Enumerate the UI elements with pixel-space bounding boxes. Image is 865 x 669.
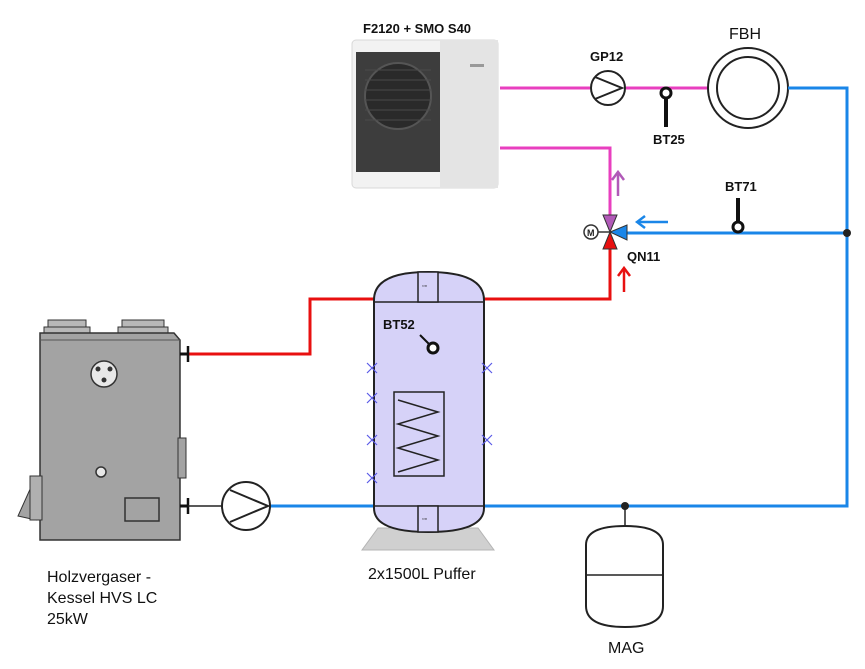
puffer-label: 2x1500L Puffer (368, 566, 476, 583)
svg-text:▫▫: ▫▫ (422, 283, 427, 290)
heat-pump-pipes (500, 86, 710, 215)
bt25-sensor: BT25 (653, 86, 685, 147)
purple-flow-arrow (611, 169, 625, 196)
temperature-sensor-icon (659, 86, 673, 100)
heat-pump-unit: F2120 + SMO S40 (351, 21, 499, 189)
bt71-sensor: BT71 (725, 179, 757, 234)
boiler-label-line1: Holzvergaser - (47, 569, 151, 586)
valve-port-right (608, 224, 628, 241)
qn11-mixing-valve: M QN11 (583, 214, 660, 264)
hp-return-pipe (500, 146, 612, 215)
motor-symbol: M (587, 228, 595, 238)
boiler-label-line2: Kessel HVS LC (47, 590, 157, 607)
blue-flow-arrow (634, 215, 668, 229)
fbh-floor-heating: FBH (707, 26, 789, 129)
bt25-label: BT25 (653, 132, 685, 147)
boiler-label-line3: 25kW (47, 611, 89, 628)
heat-pump-side-panel (440, 40, 498, 188)
mag-vessel-body (585, 524, 664, 629)
temperature-sensor-icon (731, 220, 745, 234)
boiler-door (124, 497, 160, 522)
tank-body (373, 270, 485, 534)
fbh-label: FBH (729, 26, 761, 43)
bt71-label: BT71 (725, 179, 757, 194)
boiler-circulation-pump (221, 481, 271, 531)
buffer-tank: ▫▫ ▫▫ BT52 2x1500L Puffer (361, 270, 495, 583)
cold-return-pipes (270, 86, 849, 508)
heat-exchanger-frame (393, 391, 445, 477)
tank-connection-marks (366, 362, 493, 484)
qn11-label: QN11 (627, 249, 660, 264)
puffer-to-valve-pipe (484, 248, 612, 301)
boiler-gauge-icon (90, 360, 118, 388)
svg-text:▫▫: ▫▫ (422, 516, 427, 523)
fan-grille-lines (365, 69, 431, 121)
gp12-label: GP12 (590, 49, 623, 64)
valve-motor-icon (583, 224, 599, 240)
expansion-vessel: MAG (585, 506, 664, 657)
valve-port-top (602, 214, 618, 234)
pump-icon (221, 481, 271, 531)
wood-boiler: Holzvergaser - Kessel HVS LC 25kW (17, 319, 190, 628)
hot-supply-pipes (186, 248, 612, 356)
gp12-pump: GP12 (590, 49, 626, 106)
temperature-sensor-icon (426, 341, 440, 355)
junction-dot (843, 229, 851, 237)
boiler-to-puffer-pipe (186, 297, 374, 356)
heat-exchanger-coil (395, 399, 441, 473)
red-flow-arrow (617, 265, 631, 292)
heat-pump-logo (470, 64, 484, 67)
fbh-return-pipe (610, 86, 849, 508)
valve-port-bottom (602, 230, 618, 250)
mag-label: MAG (608, 640, 644, 657)
bt52-label: BT52 (383, 317, 415, 332)
fan-icon (364, 62, 432, 130)
heat-pump-label: F2120 + SMO S40 (363, 21, 471, 36)
